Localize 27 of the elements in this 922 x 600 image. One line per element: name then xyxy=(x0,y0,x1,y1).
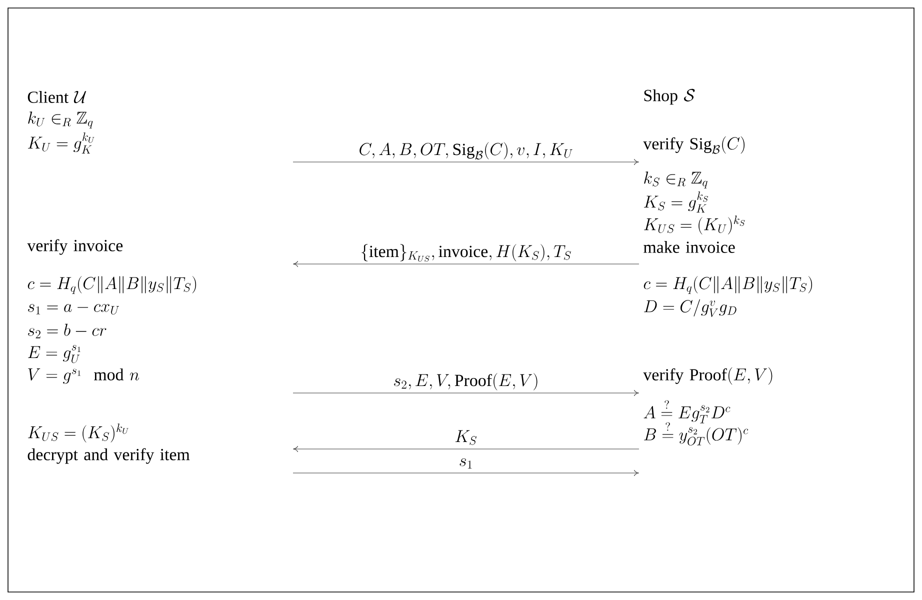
protocol-step: $c = H_q(C \| A \| B \| y_S \| T_S)$ xyxy=(28,276,196,294)
protocol-step: $k_U \in_R \mathbb{Z}_q$ xyxy=(28,112,93,128)
message-label: $s_1$ xyxy=(460,458,472,469)
protocol-step: $\text{verify invoice}$ xyxy=(27,239,123,255)
protocol-step: $s_2 = b - cr$ xyxy=(28,324,106,338)
protocol-step: $c = H_q(C \| A \| B \| y_S \| T_S)$ xyxy=(644,276,812,294)
protocol-step: $E = g_U^{s_1}$ xyxy=(28,344,80,364)
protocol-step: $\text{decrypt and verify item}$ xyxy=(28,448,190,464)
protocol-step: $\text{make invoice}$ xyxy=(644,241,735,253)
protocol-step: $A \stackrel{?}{=} E g_T^{s_2} D^c$ xyxy=(644,400,730,424)
protocol-step: $K_{US} = (K_S)^{k_U}$ xyxy=(28,424,128,442)
protocol-step: $k_S \in_R \mathbb{Z}_q$ xyxy=(644,172,708,188)
participant-label: $\text{Client } \mathcal{U}$ xyxy=(28,91,86,104)
protocol-step: $D = C / g_V^v g_D$ xyxy=(644,299,736,317)
protocol-step: $K_U = g_K^{k_U}$ xyxy=(28,132,94,154)
message-label: $K_S$ xyxy=(455,430,477,445)
protocol-step: $s_1 = a - c x_U$ xyxy=(28,304,119,315)
message-label: $\{\mathrm{item}\}_{K_{US}}, \mathrm{invoice}, H(K_S), T_S$ xyxy=(362,244,571,262)
participant-label: $\text{Shop } \mathcal{S}$ xyxy=(644,88,695,105)
protocol-step: $\text{verify } \mathrm{Proof}(E, V)$ xyxy=(643,367,772,385)
message-label: $s_2, E, V, \mathrm{Proof}(E, V)$ xyxy=(394,373,538,390)
protocol-step: $V = g^{s_1} \mod n$ xyxy=(28,368,140,384)
protocol-step: $K_S = g_K^{k_S}$ xyxy=(644,192,708,212)
message-label: $C, A, B, OT, \mathrm{Sig}_{\mathcal{B}}(C), v, I, K_U$ xyxy=(360,142,572,160)
protocol-step: $B \stackrel{?}{=} y_{OT}^{s_2} (OT)^c$ xyxy=(644,422,748,446)
protocol-step: $K_{US} = (K_U)^{k_S}$ xyxy=(644,216,745,234)
protocol-step: $\text{verify } \mathrm{Sig}_{\mathcal{B}}(C)$ xyxy=(643,136,745,154)
